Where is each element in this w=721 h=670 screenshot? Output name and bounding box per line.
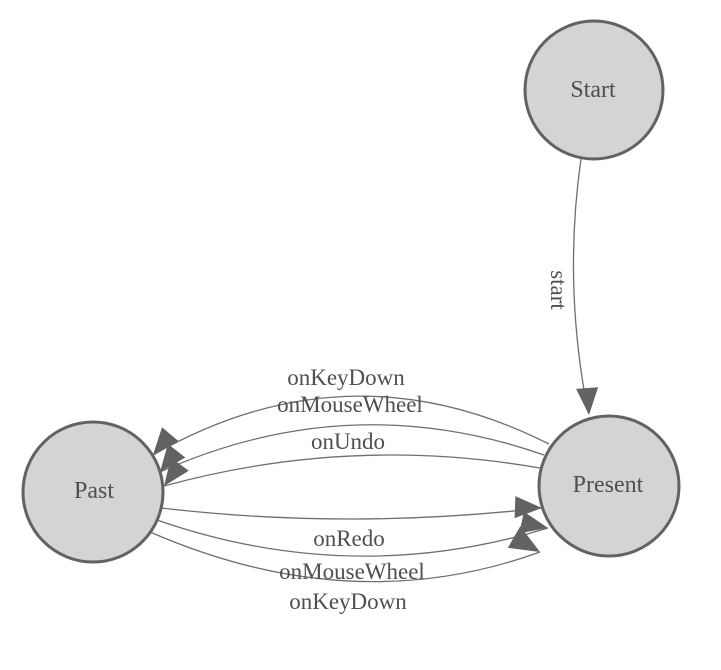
edge-present-to-past-onmousewheel (159, 424, 545, 473)
edge-start-to-present (572, 158, 589, 413)
edge-past-to-present-onredo (160, 507, 543, 520)
past-node-circle[interactable] (21, 420, 165, 564)
edge-label-onkeydown-top: onKeyDown (287, 365, 405, 390)
arrowhead-past-to-present-onmousewheel (519, 511, 548, 534)
arrowhead-present-to-past-onkeydown (153, 427, 179, 455)
present-node-label: Present (573, 472, 644, 498)
past-node-label: Past (74, 478, 114, 504)
edge-label-onmousewheel-bottom: onMouseWheel (279, 559, 425, 584)
edge-present-to-past-onkeydown (152, 395, 550, 456)
edge-label-onkeydown-bottom: onKeyDown (289, 589, 407, 614)
arrowhead-present-to-past-onmousewheel (160, 443, 186, 472)
arrowhead-start-to-present (576, 387, 599, 415)
edge-label-onundo: onUndo (311, 429, 385, 454)
edge-present-to-past-onundo (163, 454, 541, 487)
edge-label-start: start (546, 270, 571, 310)
start-node-circle[interactable] (523, 19, 665, 161)
node-start[interactable]: Start (523, 19, 665, 161)
node-present[interactable]: Present (537, 414, 681, 558)
arrowhead-present-to-past-onundo (164, 457, 189, 486)
edge-group (149, 158, 599, 583)
start-node-label: Start (570, 77, 616, 103)
edge-label-onredo: onRedo (313, 526, 385, 551)
edge-past-to-present-onmousewheel (156, 519, 549, 557)
arrowhead-past-to-present-onredo (514, 496, 542, 519)
arrowhead-past-to-present-onkeydown (507, 526, 540, 552)
edge-past-to-present-onkeydown (149, 531, 541, 583)
node-past[interactable]: Past (21, 420, 165, 564)
edge-label-onmousewheel-top: onMouseWheel (277, 392, 423, 417)
present-node-circle[interactable] (537, 414, 681, 558)
edge-label-group: start onKeyDown onMouseWheel onUndo onRe… (277, 270, 571, 614)
